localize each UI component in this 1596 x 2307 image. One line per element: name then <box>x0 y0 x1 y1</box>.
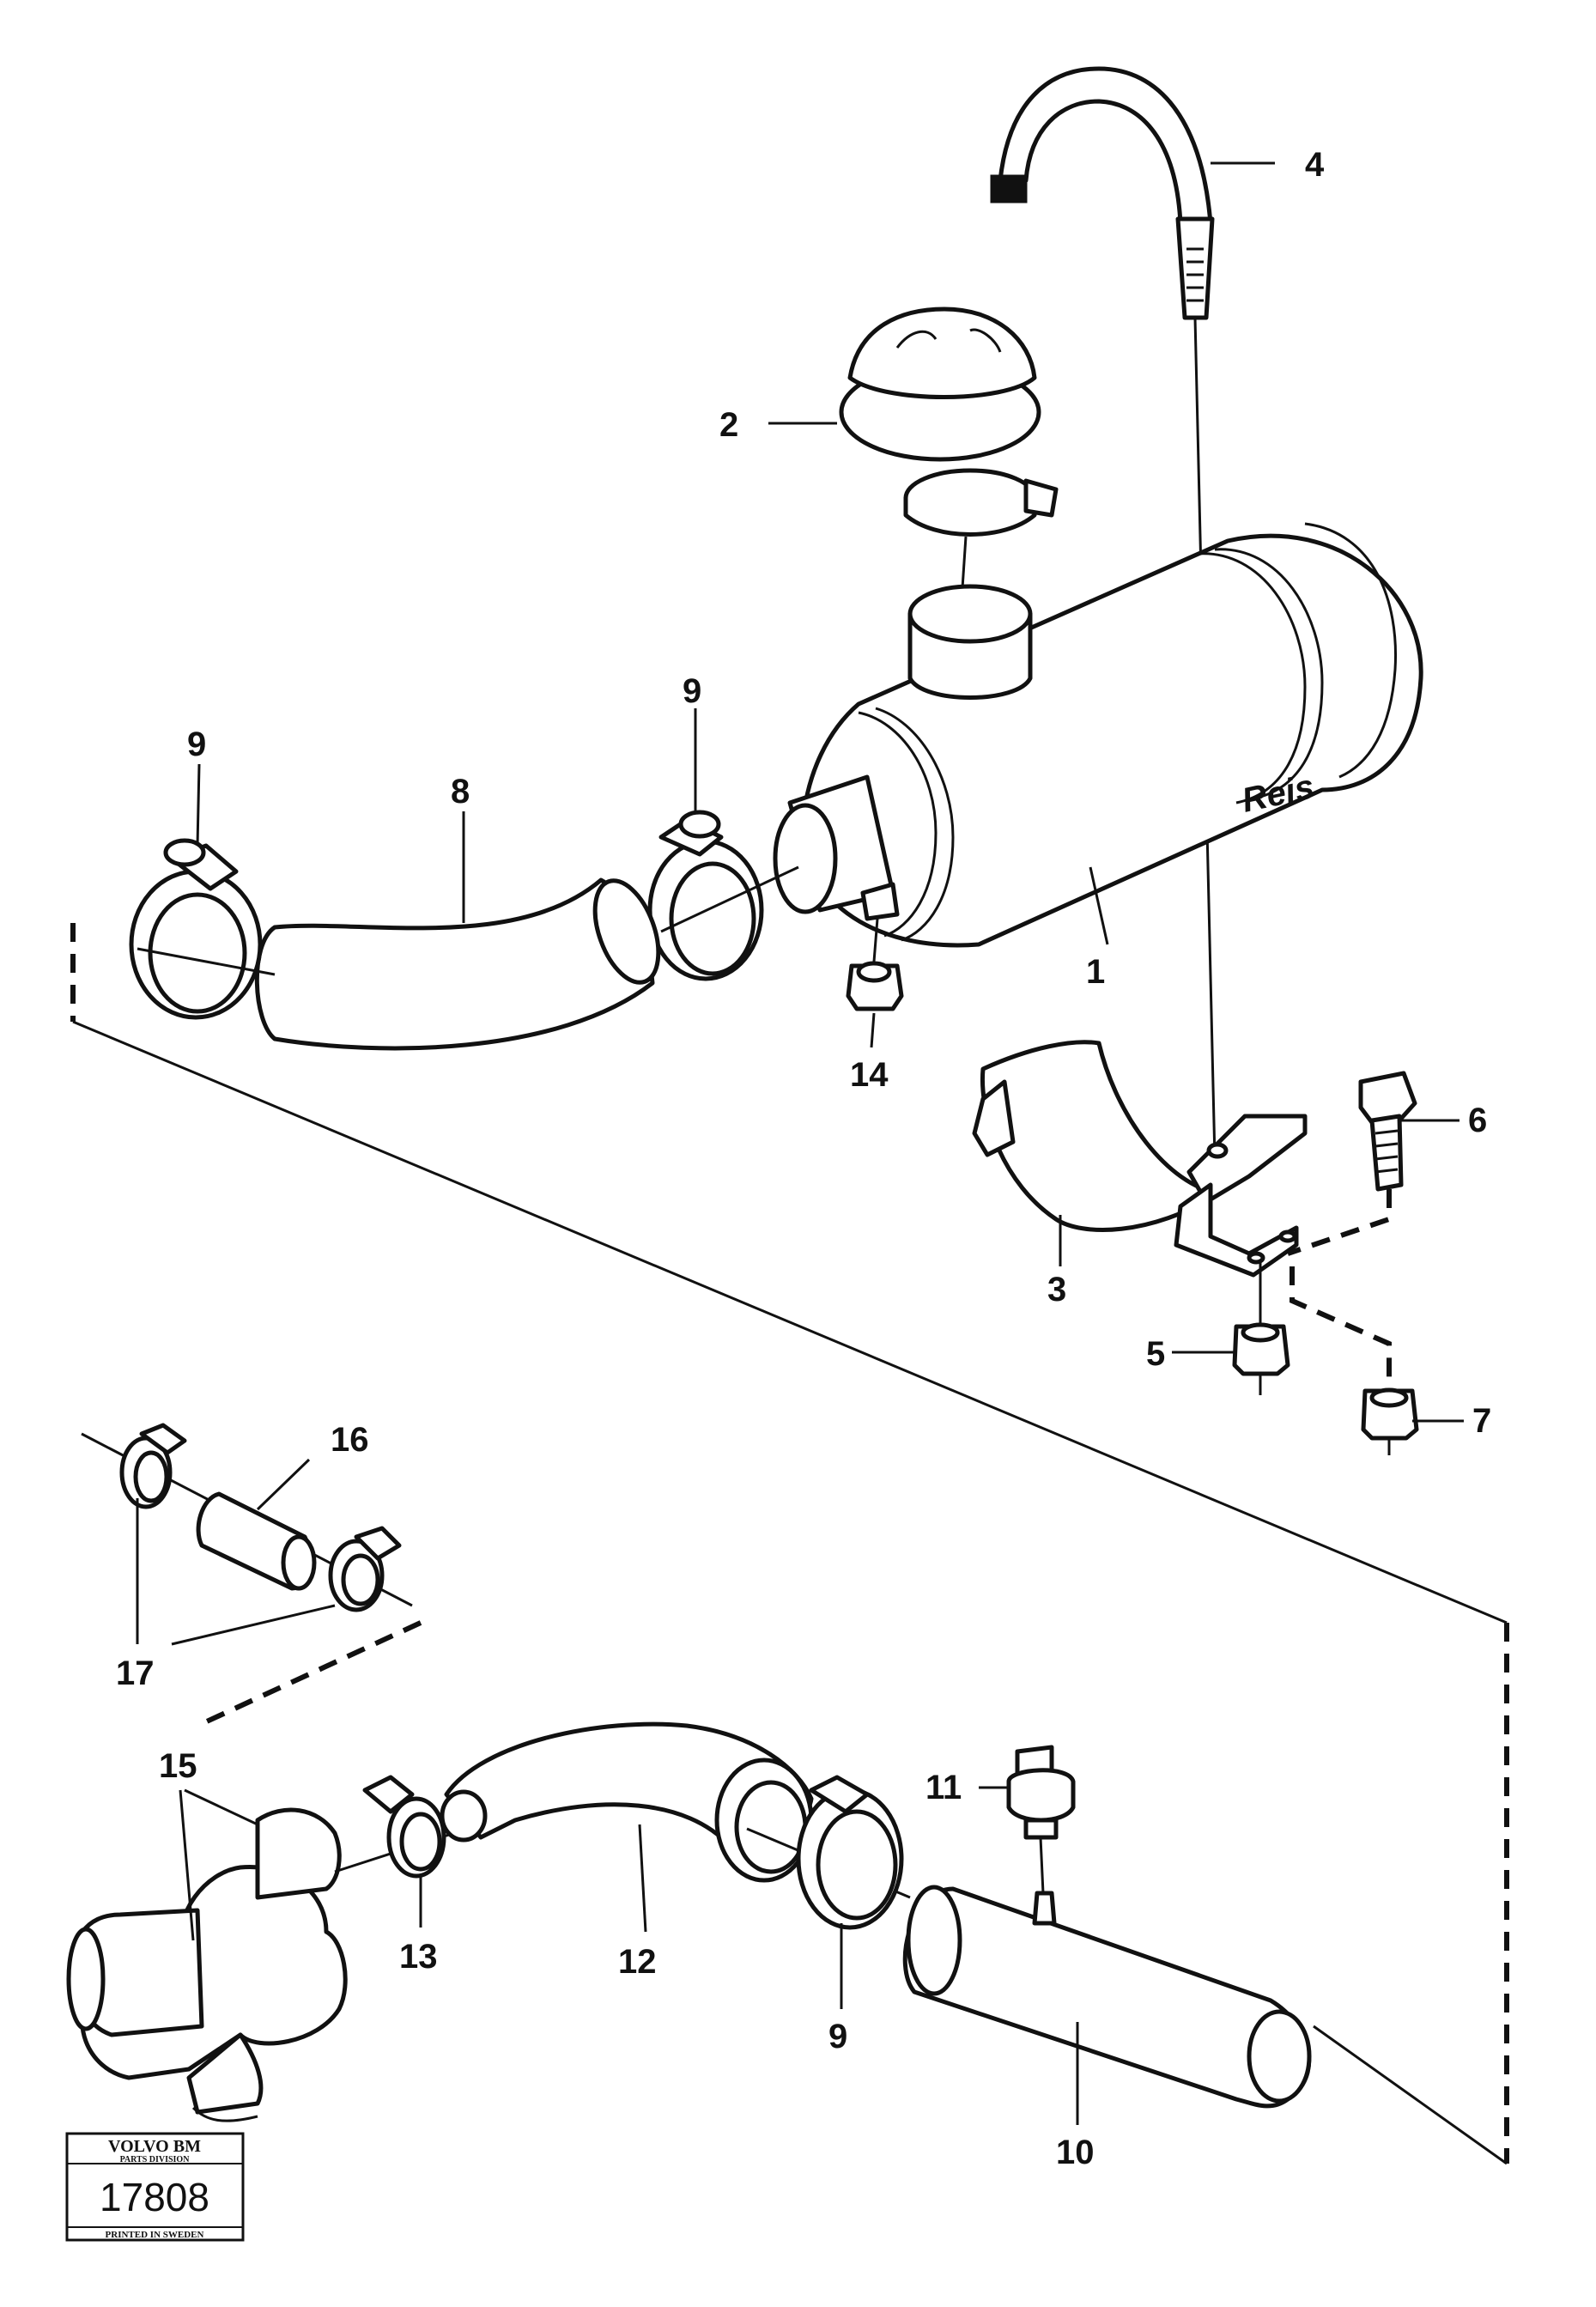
label-11: 11 <box>925 1769 962 1806</box>
volvo-bm-badge: VOLVO BM PARTS DIVISION 17808 PRINTED IN… <box>65 2132 245 2242</box>
sleeve-assembly <box>81 1423 413 1612</box>
saddle-bracket <box>972 1040 1308 1278</box>
label-10: 10 <box>1056 2134 1095 2171</box>
drain-nut <box>846 918 904 1011</box>
label-12: 12 <box>618 1943 657 1981</box>
label-17: 17 <box>116 1654 155 1692</box>
nut-5 <box>1232 1262 1290 1395</box>
assembly-line-nut7 <box>1290 1266 1392 1391</box>
label-8: 8 <box>451 773 470 810</box>
label-1: 1 <box>1086 953 1105 991</box>
label-4: 4 <box>1305 146 1325 184</box>
label-14: 14 <box>850 1056 889 1094</box>
nut-7 <box>1361 1387 1419 1455</box>
assembly-line-sleeve <box>196 1620 422 1728</box>
label-6: 6 <box>1468 1102 1487 1139</box>
badge-printed: PRINTED IN SWEDEN <box>106 2230 204 2240</box>
label-7: 7 <box>1472 1402 1491 1440</box>
silencer-body: Reis <box>773 522 1423 948</box>
label-9-upper-right: 9 <box>683 672 701 710</box>
badge-number: 17808 <box>100 2175 209 2219</box>
bolt <box>1358 1071 1417 1192</box>
label-15: 15 <box>159 1747 197 1785</box>
assembly-line-bolt <box>1287 1189 1392 1256</box>
hose-clamp-upper-right <box>647 810 764 981</box>
label-9-upper-left: 9 <box>187 725 206 763</box>
badge-brand: VOLVO BM <box>108 2137 201 2156</box>
callouts: 1 2 3 4 5 6 7 8 9 9 9 10 11 12 13 14 <box>116 146 1491 2171</box>
label-9-lower: 9 <box>828 2018 847 2055</box>
intake-hose-upper <box>254 877 661 1051</box>
small-clamp <box>362 1775 446 1879</box>
turbo-fitting <box>66 1807 348 2122</box>
label-3: 3 <box>1047 1271 1066 1308</box>
air-filter-cap <box>839 307 1059 537</box>
badge-division: PARTS DIVISION <box>120 2155 191 2164</box>
label-13: 13 <box>399 1938 438 1976</box>
hose-clamp-lower <box>796 1775 904 1930</box>
label-2: 2 <box>719 406 738 444</box>
hose-clamp-upper-left <box>129 838 263 1020</box>
pressure-sensor <box>1006 1745 1076 1894</box>
straight-hose <box>902 1885 1312 2109</box>
label-16: 16 <box>331 1421 369 1459</box>
label-5: 5 <box>1146 1335 1165 1373</box>
elbow-hose <box>440 1721 814 1883</box>
